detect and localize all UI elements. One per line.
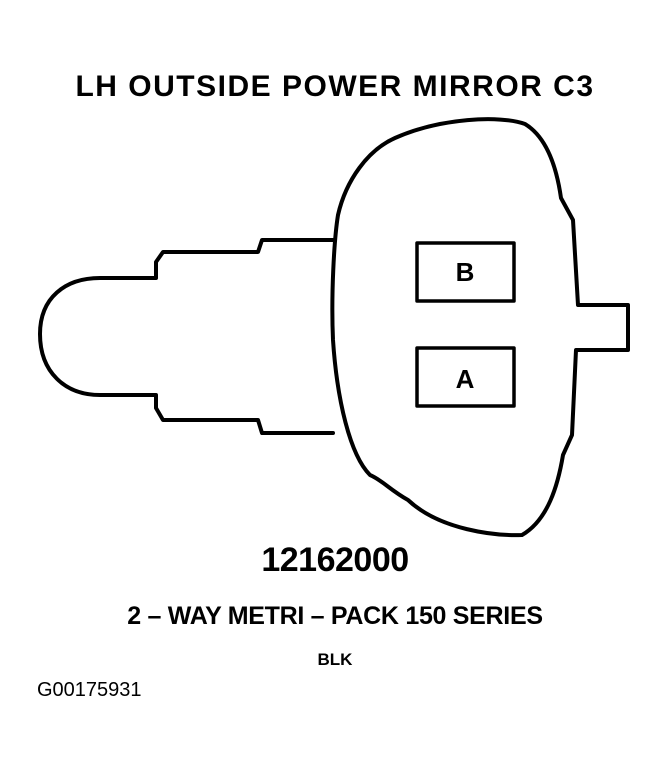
connector-series: 2 – WAY METRI – PACK 150 SERIES	[127, 602, 543, 630]
connector-barrel	[38, 238, 335, 435]
terminal-cavity-b	[415, 241, 516, 303]
connector-color: BLK	[317, 650, 353, 669]
diagram-title: LH OUTSIDE POWER MIRROR C3	[75, 70, 595, 103]
connector-face	[330, 117, 630, 538]
figure-id: G00175931	[37, 679, 142, 701]
pin-label-a: A	[456, 364, 475, 394]
part-number: 12162000	[261, 541, 409, 579]
terminal-cavity-a	[415, 346, 516, 408]
pin-label-b: B	[456, 257, 475, 287]
